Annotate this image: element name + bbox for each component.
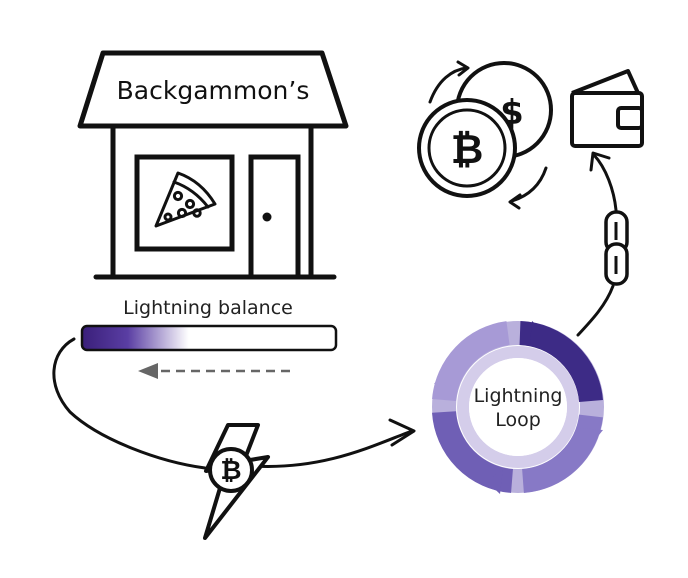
flow-arrow-head [388,418,416,447]
connector-wallet-arrow-head [589,151,611,172]
balance-label: Lightning balance [123,297,293,319]
balance-decrease-arrow [138,363,290,379]
lightning-bolt-bitcoin-icon: ₿ [203,423,270,540]
connector-chain-to-wallet [592,153,618,212]
store-door [248,154,301,280]
flow-arrow-to-lightning [52,337,207,470]
store-window [134,154,235,252]
door-knob [262,212,272,222]
lightning-balance: Lightning balance [80,297,338,379]
pizza-slice-icon [154,171,217,228]
lightning-loop-ring: Lightning Loop [432,321,604,494]
loop-label-line1: Lightning [474,385,563,407]
flow-arrow-to-loop [250,429,414,468]
svg-text:₿: ₿ [220,456,241,486]
store-name: Backgammon’s [117,76,310,105]
svg-text:₿: ₿ [451,127,484,173]
storefront-icon: Backgammon’s [77,50,349,280]
balance-bar [80,324,338,352]
wallet-icon [570,69,644,148]
connector-loop-to-chain [576,284,615,337]
loop-label-line2: Loop [495,409,541,431]
store-sign [77,50,349,129]
bitcoin-dollar-exchange-icon: $ ₿ [417,60,553,210]
chain-link-icon [604,210,629,286]
